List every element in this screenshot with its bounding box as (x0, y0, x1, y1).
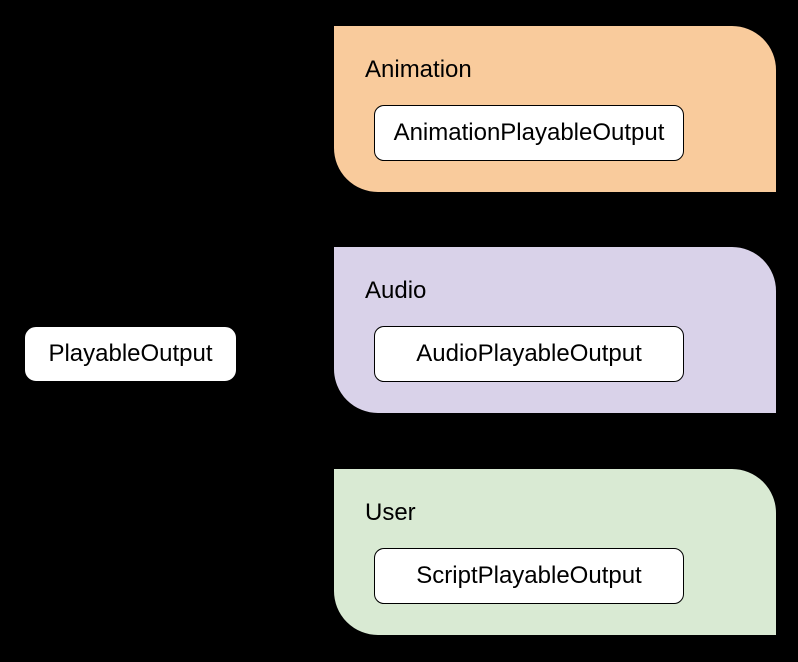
node-animation-playable-output: AnimationPlayableOutput (374, 105, 684, 161)
group-audio-label: Audio (365, 277, 427, 304)
node-playable-output: PlayableOutput (24, 326, 237, 382)
node-audio-playable-output-label: AudioPlayableOutput (416, 340, 642, 367)
group-animation-label: Animation (365, 56, 472, 83)
node-script-playable-output-label: ScriptPlayableOutput (416, 562, 642, 589)
node-playable-output-label: PlayableOutput (48, 340, 213, 367)
group-audio: Audio AudioPlayableOutput (333, 246, 777, 414)
group-animation: Animation AnimationPlayableOutput (333, 25, 777, 193)
group-user: User ScriptPlayableOutput (333, 468, 777, 636)
group-user-label: User (365, 499, 416, 526)
node-animation-playable-output-label: AnimationPlayableOutput (393, 119, 665, 146)
node-script-playable-output: ScriptPlayableOutput (374, 548, 684, 604)
node-audio-playable-output: AudioPlayableOutput (374, 326, 684, 382)
